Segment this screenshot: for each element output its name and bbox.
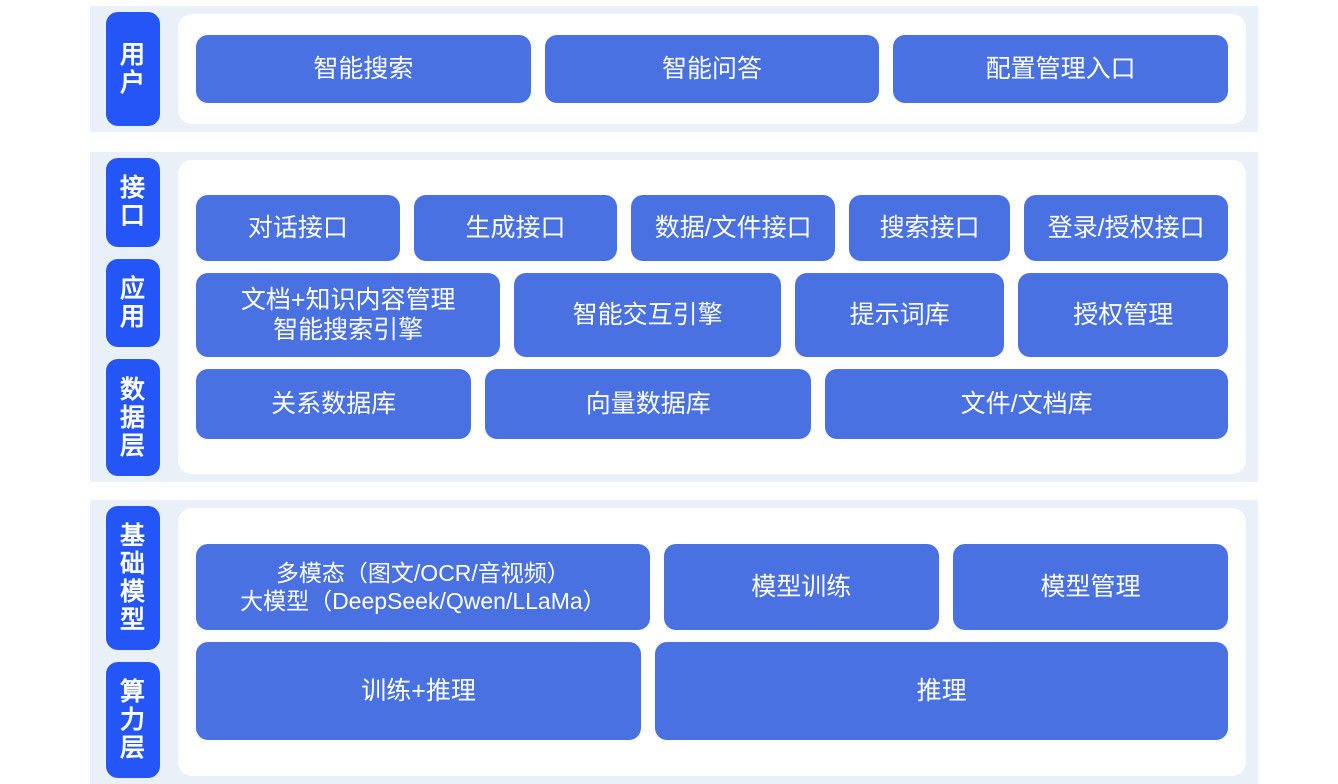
tag-column-middle: 接口 应用 数据层 [90,152,178,482]
box-smart-search[interactable]: 智能搜索 [196,35,531,103]
layer-tag-interface-label: 接口 [119,174,146,231]
layer-tag-data-label: 数据层 [119,375,146,460]
box-inference[interactable]: 推理 [655,642,1228,740]
row-base-model: 多模态（图文/OCR/音视频） 大模型（DeepSeek/Qwen/LLaMa）… [196,544,1229,630]
box-login-auth-api[interactable]: 登录/授权接口 [1024,195,1228,261]
layer-tag-user: 用户 [106,12,160,126]
box-relational-database[interactable]: 关系数据库 [196,369,472,439]
section-user: 用户 智能搜索 智能问答 配置管理入口 [90,6,1258,132]
layer-tag-compute-label: 算力层 [119,678,146,762]
row-compute: 训练+推理 推理 [196,642,1228,740]
box-data-file-api[interactable]: 数据/文件接口 [631,195,836,261]
box-multimodal-large-model[interactable]: 多模态（图文/OCR/音视频） 大模型（DeepSeek/Qwen/LLaMa） [196,544,650,630]
box-generation-api[interactable]: 生成接口 [413,195,618,261]
box-chat-api[interactable]: 对话接口 [196,195,400,261]
box-config-management-entry[interactable]: 配置管理入口 [893,35,1229,103]
layer-tag-data: 数据层 [106,359,160,477]
box-model-training[interactable]: 模型训练 [663,544,939,630]
section-middle: 接口 应用 数据层 对话接口 生成接口 数据/文件接口 搜索接口 登录/授权接口… [90,152,1258,482]
layer-tag-interface: 接口 [106,158,160,247]
box-training-plus-inference[interactable]: 训练+推理 [196,642,642,740]
row-data: 关系数据库 向量数据库 文件/文档库 [196,369,1228,439]
box-model-management[interactable]: 模型管理 [952,544,1229,630]
layer-tag-application: 应用 [106,258,160,348]
section-bottom: 基础模型 算力层 多模态（图文/OCR/音视频） 大模型（DeepSeek/Qw… [90,500,1258,784]
panel-middle: 对话接口 生成接口 数据/文件接口 搜索接口 登录/授权接口 文档+知识内容管理… [178,160,1246,474]
box-doc-knowledge-management[interactable]: 文档+知识内容管理 智能搜索引擎 [196,273,501,357]
row-application: 文档+知识内容管理 智能搜索引擎 智能交互引擎 提示词库 授权管理 [196,273,1228,357]
tag-column-user: 用户 [90,6,178,132]
panel-user: 智能搜索 智能问答 配置管理入口 [178,14,1246,124]
box-file-document-store[interactable]: 文件/文档库 [825,369,1228,439]
layer-tag-base-model: 基础模型 [106,506,160,650]
layer-tag-user-label: 用户 [119,41,146,97]
box-prompt-library[interactable]: 提示词库 [794,273,1005,357]
row-user-entries: 智能搜索 智能问答 配置管理入口 [196,35,1229,103]
box-authorization-management[interactable]: 授权管理 [1018,273,1228,357]
box-search-api[interactable]: 搜索接口 [849,195,1011,261]
layer-tag-base-model-label: 基础模型 [119,522,146,634]
box-smart-qa[interactable]: 智能问答 [544,35,880,103]
box-smart-interaction-engine[interactable]: 智能交互引擎 [514,273,781,357]
layer-tag-compute: 算力层 [106,662,160,778]
box-vector-database[interactable]: 向量数据库 [485,369,812,439]
panel-bottom: 多模态（图文/OCR/音视频） 大模型（DeepSeek/Qwen/LLaMa）… [178,508,1246,776]
tag-column-bottom: 基础模型 算力层 [90,500,178,784]
layer-tag-application-label: 应用 [119,275,146,331]
row-interface: 对话接口 生成接口 数据/文件接口 搜索接口 登录/授权接口 [196,195,1228,261]
